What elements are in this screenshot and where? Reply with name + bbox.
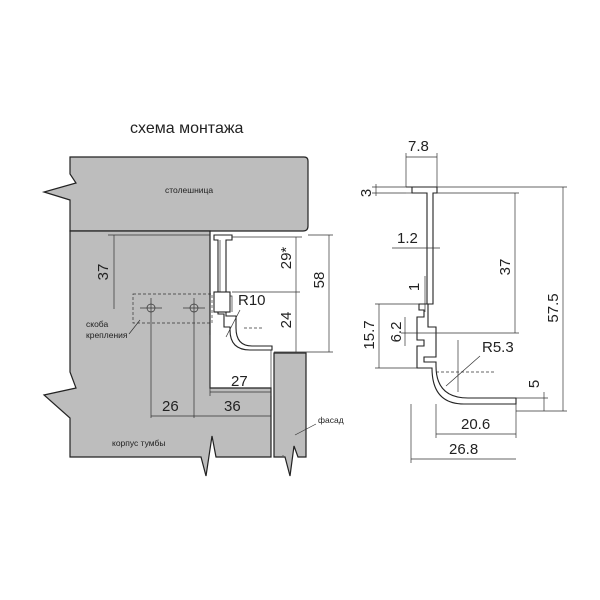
svg-text:R5.3: R5.3 [482, 339, 514, 356]
dim-37-assembly: 37 [95, 234, 210, 309]
svg-text:1.2: 1.2 [397, 230, 418, 247]
svg-text:1: 1 [406, 283, 423, 291]
svg-text:37: 37 [497, 259, 514, 276]
dim-6-2: 6.2 [388, 317, 438, 346]
dim-20-6: 20.6 [435, 404, 517, 438]
mounting-bracket [132, 293, 213, 324]
bracket-label-1: скоба [86, 319, 108, 329]
countertop-slab [41, 156, 309, 232]
svg-text:37: 37 [95, 264, 112, 281]
dim-26-8: 26.8 [410, 404, 516, 463]
svg-text:36: 36 [224, 398, 241, 415]
cabinet-body [42, 230, 272, 477]
profile-view: 7.8 3 1.2 1 15.7 6.2 [358, 138, 567, 463]
dim-5: 5 [516, 380, 548, 411]
facade-label: фасад [318, 415, 344, 425]
svg-text:3: 3 [358, 189, 375, 197]
dim-26-36: 26 36 [151, 398, 271, 417]
dim-24: 24 [232, 291, 300, 352]
cabinet-body-label: корпус тумбы [112, 438, 166, 448]
svg-text:20.6: 20.6 [461, 416, 490, 433]
dim-57-5: 57.5 [437, 186, 567, 412]
svg-text:58: 58 [311, 272, 328, 289]
dim-1: 1 [406, 276, 426, 312]
dim-r5-3: R5.3 [436, 339, 514, 392]
svg-text:6.2: 6.2 [388, 322, 405, 343]
profile-clip [213, 291, 231, 313]
svg-text:24: 24 [278, 312, 295, 329]
assembly-view: столешница корпус тумбы фасад скоба креп… [41, 156, 344, 477]
profile-section [406, 186, 517, 405]
dim-3: 3 [358, 184, 406, 197]
facade-panel [273, 352, 307, 477]
svg-text:29*: 29* [278, 247, 295, 270]
countertop-label: столешница [165, 185, 213, 195]
assembly-profile [213, 234, 273, 351]
svg-text:57.5: 57.5 [545, 293, 562, 322]
svg-text:27: 27 [231, 373, 248, 390]
svg-text:26: 26 [162, 398, 179, 415]
dim-r10: R10 [225, 292, 266, 338]
svg-text:5: 5 [526, 380, 543, 388]
svg-text:26.8: 26.8 [449, 441, 478, 458]
dim-1-2: 1.2 [392, 230, 440, 249]
bracket-label-2: крепления [86, 330, 128, 340]
diagram-title: схема монтажа [130, 120, 244, 137]
dim-29-star: 29* [232, 236, 302, 292]
svg-text:7.8: 7.8 [408, 138, 429, 155]
svg-text:R10: R10 [238, 292, 266, 309]
dim-58: 58 [274, 234, 333, 353]
dim-27: 27 [209, 335, 272, 396]
dim-37-profile: 37 [437, 192, 519, 334]
dim-15-7: 15.7 [361, 303, 419, 369]
dim-7-8: 7.8 [405, 138, 438, 187]
svg-text:15.7: 15.7 [361, 320, 378, 349]
